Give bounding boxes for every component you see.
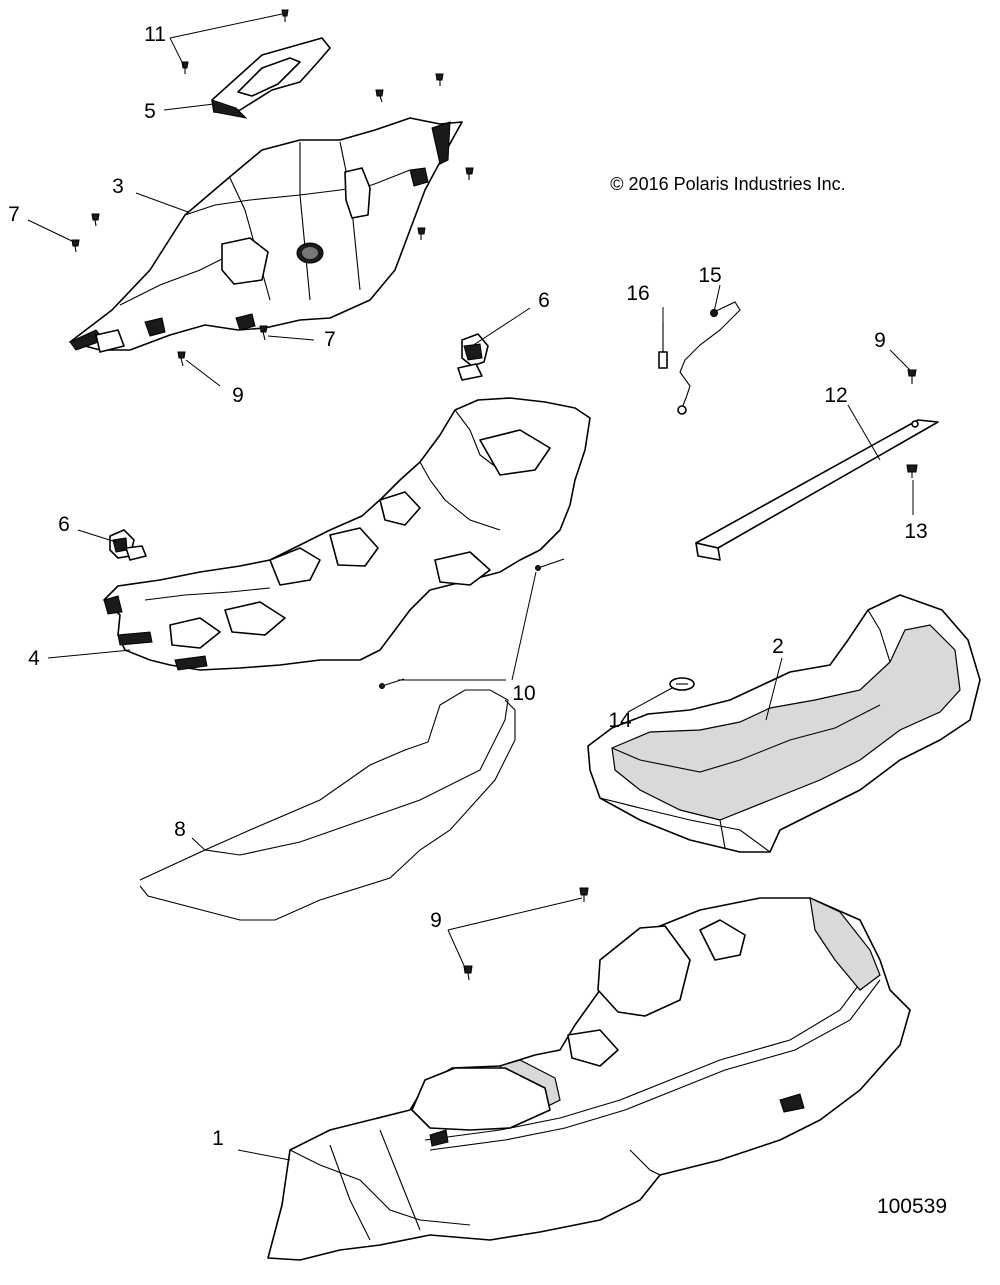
callout-15: 15 (698, 264, 721, 287)
callout-5: 5 (144, 100, 156, 123)
part-3-cover[interactable] (69, 117, 463, 353)
callout-16: 16 (626, 282, 649, 305)
callout-7-right: 7 (324, 328, 336, 351)
callout-10: 10 (512, 682, 535, 705)
callout-1: 1 (212, 1127, 224, 1150)
part-10-pins[interactable] (379, 558, 565, 689)
callout-12: 12 (824, 384, 847, 407)
copyright-text: © 2016 Polaris Industries Inc. (610, 174, 845, 194)
fastener-3-right (465, 167, 474, 180)
callout-9-lower: 9 (430, 909, 442, 932)
fastener-7-left (91, 213, 100, 227)
fastener-9-body-lower (463, 965, 473, 981)
fastener-top-a (375, 89, 384, 103)
callout-9-upper: 9 (232, 384, 244, 407)
fastener-7b (259, 325, 268, 341)
part-6-latch-upper[interactable] (457, 333, 489, 381)
callout-2: 2 (772, 635, 784, 658)
callout-14: 14 (608, 709, 632, 732)
callout-13: 13 (904, 520, 927, 543)
callout-4: 4 (28, 647, 40, 670)
fastener-9-body-upper (579, 887, 589, 902)
callout-8: 8 (174, 818, 186, 841)
part-13-nut[interactable] (906, 464, 918, 478)
callout-3: 3 (112, 175, 124, 198)
part-8-seal[interactable] (139, 689, 516, 921)
fastener-top-b (435, 73, 444, 86)
fastener-9a (177, 351, 186, 367)
diagram-id: 100539 (877, 1195, 947, 1218)
callout-9-right: 9 (874, 329, 886, 352)
callout-11: 11 (144, 23, 166, 46)
part-6-latch-left[interactable] (109, 529, 147, 561)
part-2-tub[interactable] (587, 594, 981, 853)
callout-6-left: 6 (58, 513, 70, 536)
callout-7-left: 7 (8, 203, 20, 226)
part-5-bracket[interactable] (211, 37, 331, 119)
part-1-body[interactable] (267, 896, 911, 1261)
fastener-11-lower (181, 61, 189, 74)
part-15-wire[interactable] (677, 301, 741, 415)
fastener-11-upper (281, 9, 289, 22)
part-12-bar[interactable] (695, 419, 939, 561)
fastener-3-mid (417, 227, 426, 240)
callout-6-upper: 6 (538, 289, 550, 312)
part-14-plug[interactable] (669, 677, 695, 691)
fastener-9-bar (907, 369, 917, 384)
leader-lines (27, 13, 914, 1161)
part-4-floor[interactable] (103, 397, 591, 671)
part-16-pin[interactable] (658, 322, 668, 369)
